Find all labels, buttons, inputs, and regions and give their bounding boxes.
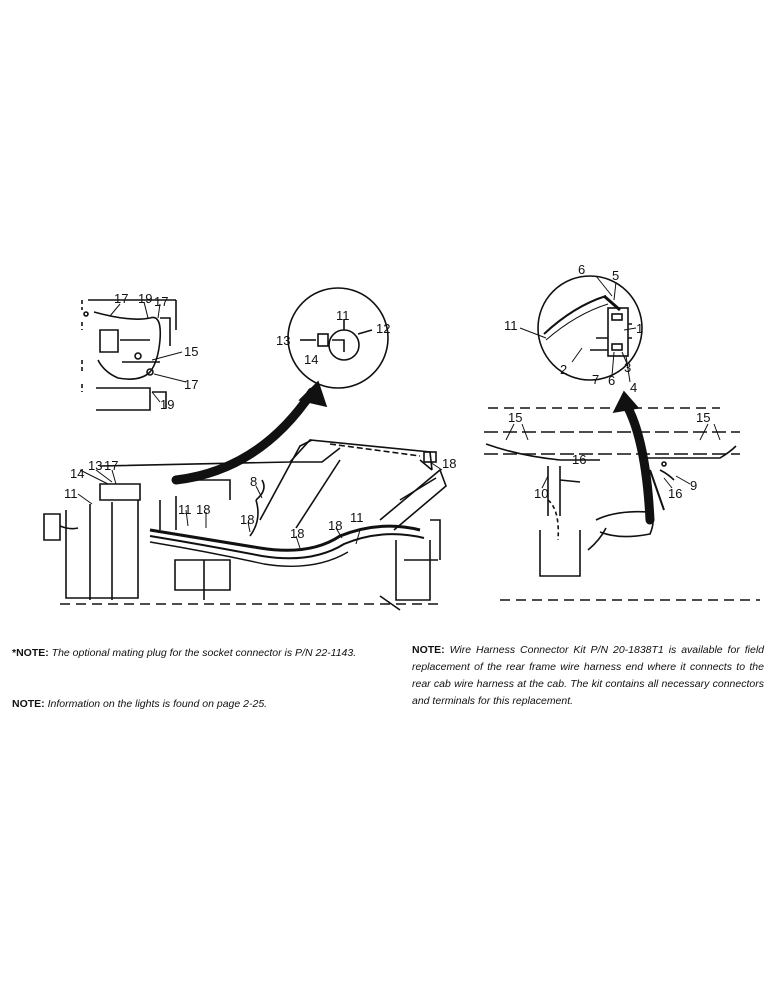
detail-circle-socket [287,287,389,389]
label-4: 4 [630,380,637,395]
note-connector-kit: NOTE: Wire Harness Connector Kit P/N 20-… [412,642,764,710]
label-18: 18 [290,526,304,541]
label-17: 17 [154,294,168,309]
note-text: The optional mating plug for the socket … [51,647,357,659]
label-15: 15 [508,410,522,425]
label-13: 13 [88,458,102,473]
main-frame-drawing [43,439,447,611]
label-9: 9 [690,478,697,493]
label-10: 10 [534,486,548,501]
detail-circle-connector [537,275,643,381]
note-prefix: NOTE: [12,698,45,710]
rear-frame-drawing [484,407,760,601]
label-17: 17 [114,291,128,306]
note-lights: NOTE: Information on the lights is found… [12,696,372,713]
label-16: 16 [668,486,682,501]
note-prefix: NOTE: [412,644,445,656]
label-7: 7 [592,372,599,387]
label-6: 6 [578,262,585,277]
label-14: 14 [304,352,318,367]
label-16: 16 [572,452,586,467]
label-11: 11 [350,510,364,525]
note-text: Information on the lights is found on pa… [47,698,268,710]
note-text: Wire Harness Connector Kit P/N 20-1838T1… [412,644,764,707]
label-13: 13 [276,333,290,348]
label-2: 2 [560,362,567,377]
label-6: 6 [608,373,615,388]
label-17: 17 [184,377,198,392]
label-11: 11 [504,318,518,333]
note-prefix: *NOTE: [12,647,49,659]
label-18: 18 [240,512,254,527]
callout-labels: 17 19 17 15 17 19 11 12 13 14 14 13 17 1… [64,262,710,541]
leader-lines [77,275,721,549]
callout-arrow-right [621,399,655,525]
label-18: 18 [196,502,210,517]
label-19: 19 [160,397,174,412]
label-3: 3 [624,360,631,375]
label-5: 5 [612,268,619,283]
label-12: 12 [376,321,390,336]
label-14: 14 [70,466,84,481]
label-19: 19 [138,291,152,306]
label-18: 18 [328,518,342,533]
label-17: 17 [104,458,118,473]
note-socket-connector: *NOTE: The optional mating plug for the … [12,645,372,662]
callout-arrow-left [171,387,317,485]
label-15: 15 [696,410,710,425]
inset-cab-corner [81,299,177,411]
label-11: 11 [64,486,78,501]
label-11: 11 [336,308,350,323]
label-15: 15 [184,344,198,359]
label-8: 8 [250,474,257,489]
label-11: 11 [178,502,192,517]
label-18: 18 [442,456,456,471]
label-1: 1 [636,321,643,336]
